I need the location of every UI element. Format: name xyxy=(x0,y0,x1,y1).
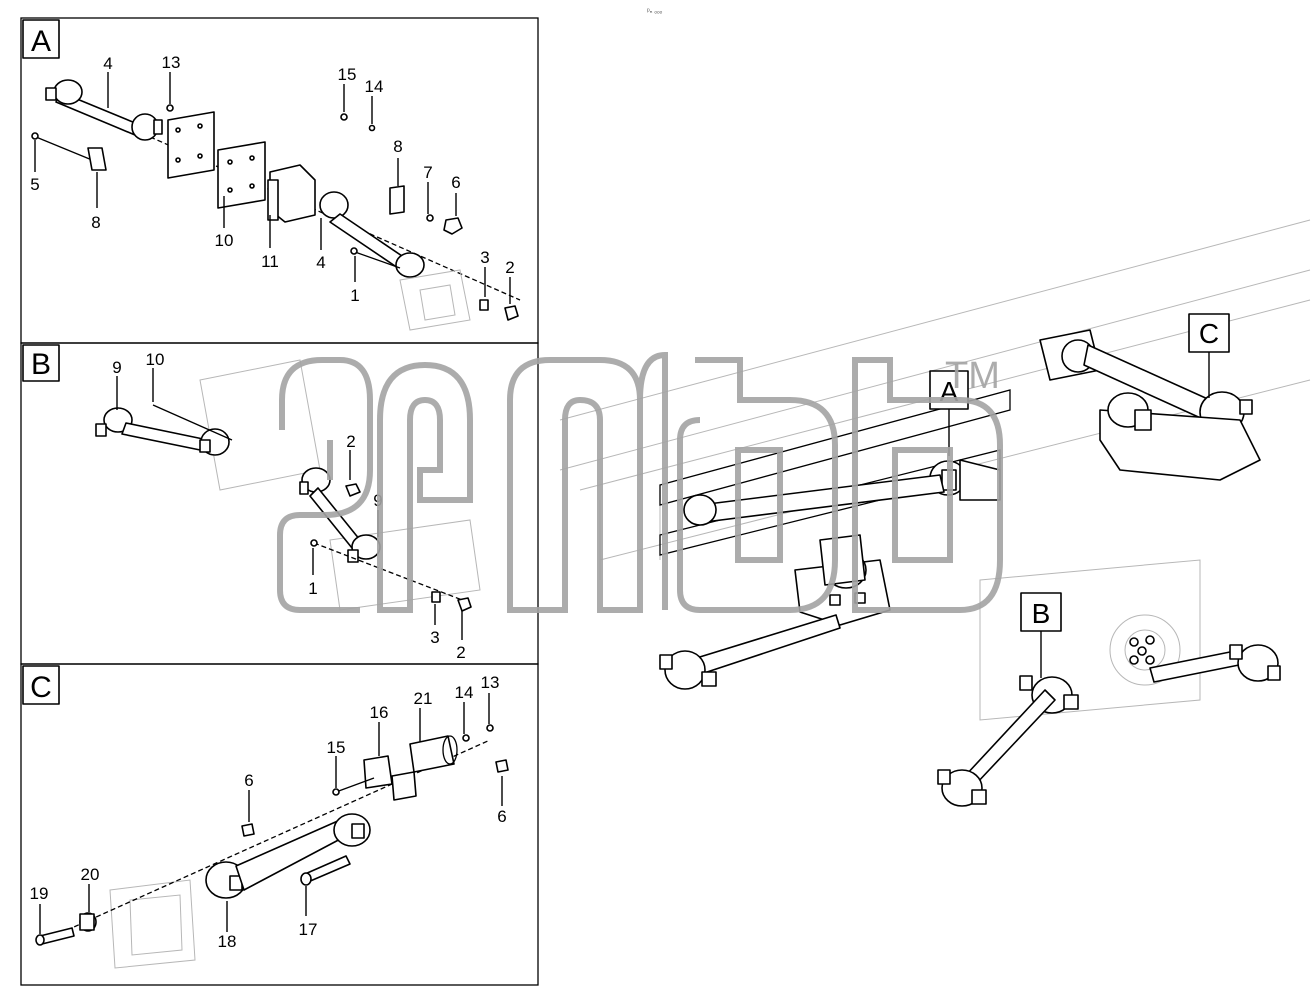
panel-b-letter-box: B xyxy=(22,344,60,382)
callout-label: 2 xyxy=(456,643,465,662)
callout-label: 13 xyxy=(162,53,181,72)
panel-a-drawing xyxy=(31,72,521,331)
callout-label: 20 xyxy=(81,865,100,884)
callout-label: 15 xyxy=(338,65,357,84)
callout-label: 10 xyxy=(215,231,234,250)
callout-label: 6 xyxy=(451,173,460,192)
panel-c-letter-box: C xyxy=(22,665,60,705)
panel-c-frame xyxy=(20,663,539,986)
callout-label: 8 xyxy=(91,213,100,232)
callout-label: 6 xyxy=(497,807,506,826)
callout-label: 14 xyxy=(455,683,474,702)
callout-label: 19 xyxy=(30,884,49,903)
panel-b-labels: 9 10 2 9 1 3 2 xyxy=(112,350,465,662)
callout-label: 4 xyxy=(103,54,112,73)
panel-c-drawing xyxy=(35,693,509,969)
panel-b-frame xyxy=(20,342,539,665)
callout-label: 9 xyxy=(112,358,121,377)
overview-callout-b: B xyxy=(1020,592,1062,678)
header-code: ᵖₙ ₒₒₒ xyxy=(647,8,663,15)
callout-label: 2 xyxy=(505,258,514,277)
overview-assembly xyxy=(559,219,1311,807)
panel-a-letter-box: A xyxy=(22,19,60,59)
callout-label: 6 xyxy=(244,771,253,790)
panel-b-drawing xyxy=(95,359,481,640)
callout-label: 1 xyxy=(350,286,359,305)
panel-c-labels: 16 21 14 13 15 6 6 20 19 18 17 xyxy=(30,673,507,951)
callout-label: 3 xyxy=(430,628,439,647)
callout-label: 3 xyxy=(480,248,489,267)
callout-label: 16 xyxy=(370,703,389,722)
callout-label: 2 xyxy=(346,432,355,451)
callout-label: 21 xyxy=(414,689,433,708)
callout-label: 8 xyxy=(393,137,402,156)
callout-label: 4 xyxy=(316,253,325,272)
callout-label: 7 xyxy=(423,163,432,182)
callout-label: 18 xyxy=(218,932,237,951)
callout-label: 10 xyxy=(146,350,165,369)
overview-callout-b-letter: B xyxy=(1032,598,1051,629)
callout-label: 14 xyxy=(365,77,384,96)
callout-label: 11 xyxy=(261,252,279,271)
callout-label: 1 xyxy=(308,579,317,598)
trademark-mark: TM xyxy=(945,355,1000,397)
panel-c-letter: C xyxy=(30,671,52,704)
callout-label: 13 xyxy=(481,673,500,692)
panel-b-letter: B xyxy=(31,348,51,381)
callout-label: 15 xyxy=(327,738,346,757)
watermark-logo: TM xyxy=(277,351,1003,613)
panel-a-letter: A xyxy=(31,25,51,58)
overview-callout-c-letter: C xyxy=(1199,318,1219,349)
overview-callout-c: C xyxy=(1188,313,1230,398)
callout-label: 5 xyxy=(30,175,39,194)
panel-a-labels: 4 13 15 14 5 8 8 7 6 10 11 4 3 2 1 xyxy=(30,53,514,305)
callout-label: 17 xyxy=(299,920,318,939)
